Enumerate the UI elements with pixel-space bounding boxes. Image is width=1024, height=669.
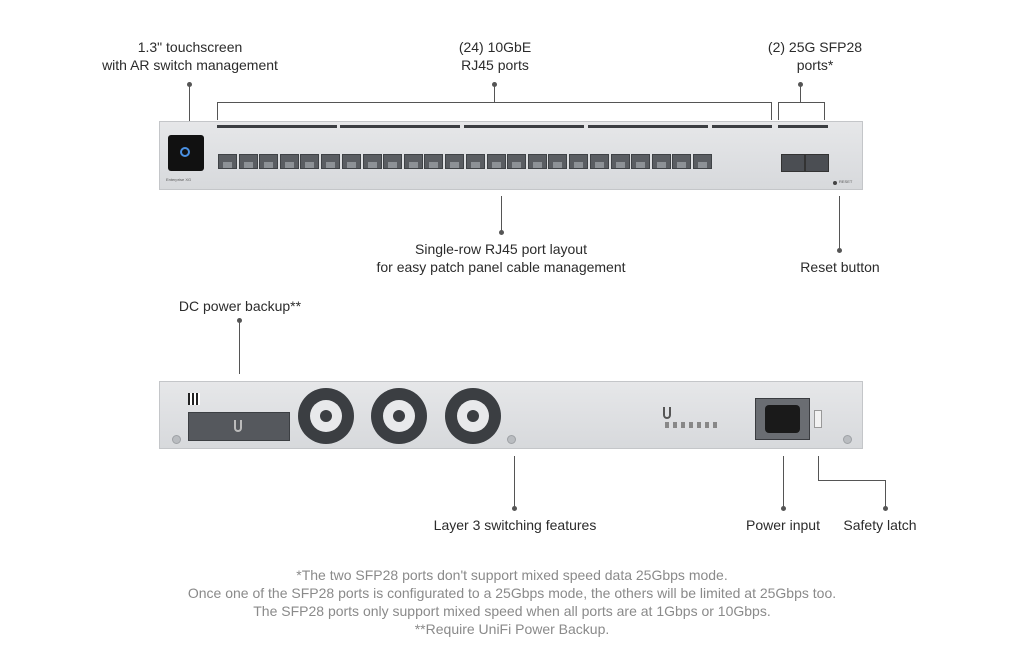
touchscreen-leader-dot: [187, 82, 192, 87]
footnote-4: **Require UniFi Power Backup.: [414, 621, 610, 637]
sfp28-port-2[interactable]: [805, 154, 829, 172]
sfp28-port-1[interactable]: [781, 154, 805, 172]
rj45-port-22[interactable]: [651, 154, 671, 169]
touchscreen-display[interactable]: [168, 135, 204, 171]
power-input-leader-dot: [781, 506, 786, 511]
rj45-port-14[interactable]: [486, 154, 506, 169]
safety-latch-leader-dot: [883, 506, 888, 511]
port-group-bar: [217, 125, 337, 128]
sfp28-bracket-right: [824, 102, 825, 120]
certification-marks: [665, 422, 721, 428]
rj45-port-23[interactable]: [672, 154, 691, 169]
footnote-1: *The two SFP28 ports don't support mixed…: [296, 567, 728, 583]
rj45-port-15[interactable]: [507, 154, 526, 169]
fan-3: [445, 388, 501, 444]
touchscreen-leader: [189, 84, 190, 136]
rj45-leader-vertical: [494, 84, 495, 102]
rj45-port-6[interactable]: [320, 154, 340, 169]
rj45-port-9[interactable]: [383, 154, 402, 169]
rj45-port-24[interactable]: [692, 154, 712, 169]
screw-icon: [507, 435, 516, 444]
sfp-group-bar: [778, 125, 828, 128]
reset-button[interactable]: [833, 181, 837, 185]
rj45-port-2[interactable]: [238, 154, 258, 169]
reset-leader: [839, 196, 840, 250]
switch-rear-panel: [159, 381, 863, 449]
power-input-socket[interactable]: [755, 398, 810, 440]
ubiquiti-logo-icon: [663, 407, 671, 419]
footnote-2: Once one of the SFP28 ports is configura…: [187, 585, 837, 601]
safety-latch-leader-vertical: [885, 480, 886, 508]
dc-power-leader: [239, 320, 240, 374]
layer3-callout: Layer 3 switching features: [433, 517, 597, 533]
rj45-port-17[interactable]: [548, 154, 567, 169]
rj45-port-10[interactable]: [403, 154, 423, 169]
rj45-port-20[interactable]: [610, 154, 630, 169]
rj45-bracket-left: [217, 102, 218, 120]
rj45-bracket-right: [771, 102, 772, 120]
layer3-leader-dot: [512, 506, 517, 511]
sfp28-leader-vertical: [800, 84, 801, 102]
screw-icon: [172, 435, 181, 444]
sfp28-callout: (2) 25G SFP28 ports*: [767, 39, 863, 73]
rj45-port-19[interactable]: [590, 154, 609, 169]
dc-power-backup-port[interactable]: [188, 412, 290, 441]
port-group-bar: [464, 125, 584, 128]
rj45-port-1[interactable]: [218, 154, 237, 169]
reset-label: RESET: [839, 179, 853, 184]
fan-2: [371, 388, 427, 444]
power-socket-face: [765, 405, 800, 433]
port-layout-callout: Single-row RJ45 port layout for easy pat…: [376, 241, 626, 275]
touchscreen-callout: 1.3" touchscreen with AR switch manageme…: [102, 39, 278, 73]
rj45-port-12[interactable]: [444, 154, 464, 169]
rj45-port-3[interactable]: [259, 154, 278, 169]
ubiquiti-logo-icon: [234, 420, 242, 432]
rj45-port-5[interactable]: [300, 154, 319, 169]
safety-latch-leader-across: [818, 480, 885, 481]
port-group-bar: [712, 125, 772, 128]
rj45-port-18[interactable]: [568, 154, 588, 169]
fan-1: [298, 388, 354, 444]
layer3-leader: [514, 456, 515, 508]
safety-latch-callout: Safety latch: [843, 517, 917, 533]
rj45-bracket-top: [217, 102, 772, 103]
rj45-port-8[interactable]: [362, 154, 382, 169]
dc-power-callout: DC power backup**: [178, 298, 302, 314]
port-group-bar: [588, 125, 708, 128]
power-input-leader: [783, 456, 784, 508]
power-input-callout: Power input: [746, 517, 820, 533]
sfp28-bracket-left: [778, 102, 779, 120]
safety-latch[interactable]: [814, 410, 822, 428]
rj45-port-13[interactable]: [466, 154, 485, 169]
switch-front-panel: Enterprise XG RESET: [159, 121, 863, 190]
reset-callout: Reset button: [800, 259, 880, 275]
footnotes: *The two SFP28 ports don't support mixed…: [0, 566, 1024, 638]
port-layout-leader-dot: [499, 230, 504, 235]
footnote-3: The SFP28 ports only support mixed speed…: [253, 603, 771, 619]
qr-code-icon: [188, 393, 200, 405]
rj45-port-21[interactable]: [631, 154, 650, 169]
rj45-port-4[interactable]: [279, 154, 299, 169]
model-label: Enterprise XG: [166, 177, 192, 182]
port-layout-leader: [501, 196, 502, 232]
safety-latch-leader-down: [818, 456, 819, 480]
rj45-port-7[interactable]: [342, 154, 361, 169]
rj45-ports-callout: (24) 10GbE RJ45 ports: [458, 39, 532, 73]
rj45-port-11[interactable]: [424, 154, 443, 169]
port-group-bar: [340, 125, 460, 128]
touchscreen-ring-icon: [180, 147, 190, 157]
rj45-port-16[interactable]: [527, 154, 547, 169]
reset-leader-dot: [837, 248, 842, 253]
screw-icon: [843, 435, 852, 444]
sfp28-bracket-top: [778, 102, 824, 103]
